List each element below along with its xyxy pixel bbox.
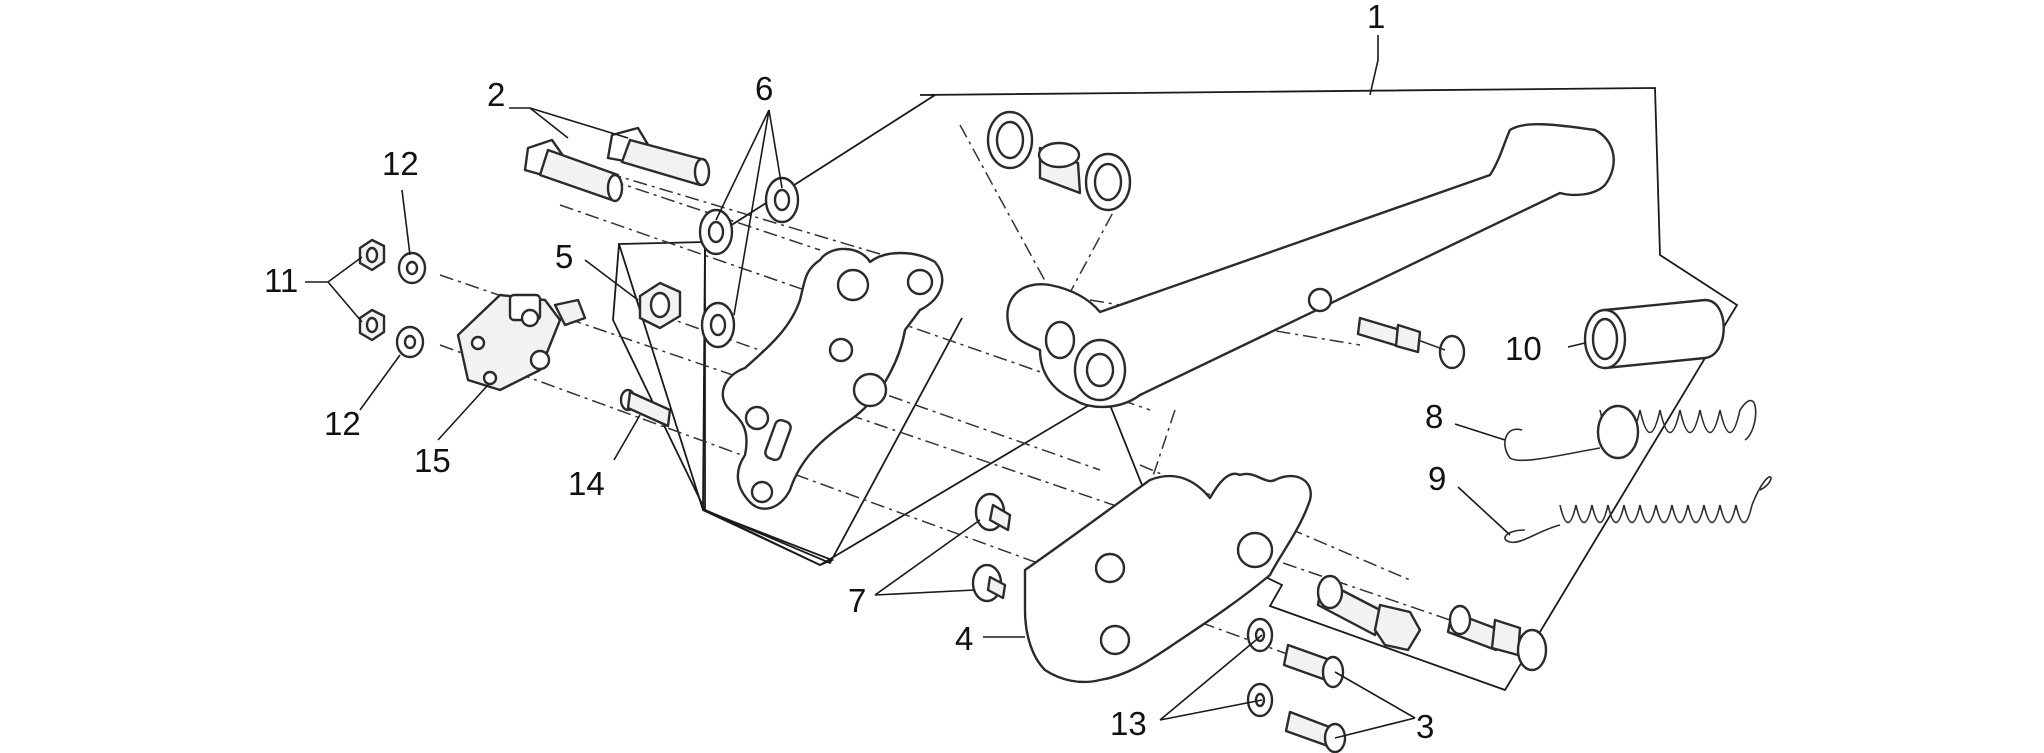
leader-lines <box>305 35 1586 739</box>
callout-2: 2 <box>487 76 505 113</box>
callout-1: 1 <box>1367 0 1385 35</box>
callout-13: 13 <box>1110 705 1147 742</box>
callout-5: 5 <box>555 238 573 275</box>
callout-6: 6 <box>755 70 773 107</box>
callout-9: 9 <box>1428 460 1446 497</box>
cover-plate-4 <box>1023 472 1312 684</box>
bolt-2-lower <box>523 138 624 203</box>
side-stand-leg <box>1006 123 1615 409</box>
callout-3: 3 <box>1416 708 1434 745</box>
callout-8: 8 <box>1425 398 1443 435</box>
washer-12-lower <box>395 325 425 359</box>
callout-10: 10 <box>1505 330 1542 367</box>
callout-15: 15 <box>414 442 451 479</box>
nut-5 <box>638 281 682 330</box>
bracket-group-outline <box>612 243 963 565</box>
side-stand-switch-15 <box>456 293 587 392</box>
washer-6-c <box>700 301 736 349</box>
washer-12-upper <box>397 251 427 285</box>
callout-4: 4 <box>955 620 973 657</box>
washer-6-b <box>698 208 734 256</box>
assembly-axes <box>439 124 1451 656</box>
callout-11: 11 <box>264 262 298 299</box>
washer-6-a <box>764 176 800 224</box>
bushing-7-upper <box>974 492 1012 532</box>
callout-7: 7 <box>848 582 866 619</box>
screw-3-lower <box>1284 710 1347 753</box>
pivot-washer-left <box>986 110 1034 170</box>
sleeve-10 <box>1583 298 1725 370</box>
callout-14: 14 <box>568 465 605 502</box>
spring-9 <box>1504 476 1772 544</box>
spring-8 <box>1504 400 1757 462</box>
stop-screw-lower <box>1446 604 1548 672</box>
screw-3-upper <box>1282 643 1345 689</box>
callout-12-bottom: 12 <box>324 405 361 442</box>
pivot-bushing <box>1037 141 1082 195</box>
pin-14 <box>619 388 672 428</box>
washer-13-upper <box>1246 617 1274 653</box>
bushing-7-lower <box>971 563 1007 603</box>
nut-11-upper <box>358 238 386 272</box>
stop-bolt <box>1356 316 1466 370</box>
pivot-washer-right <box>1084 152 1132 212</box>
nut-11-lower <box>358 308 386 342</box>
side-stand-bracket <box>721 247 944 510</box>
callout-12-top: 12 <box>382 145 419 182</box>
threaded-spacer <box>1316 574 1422 652</box>
bolt-2-upper <box>606 126 711 187</box>
